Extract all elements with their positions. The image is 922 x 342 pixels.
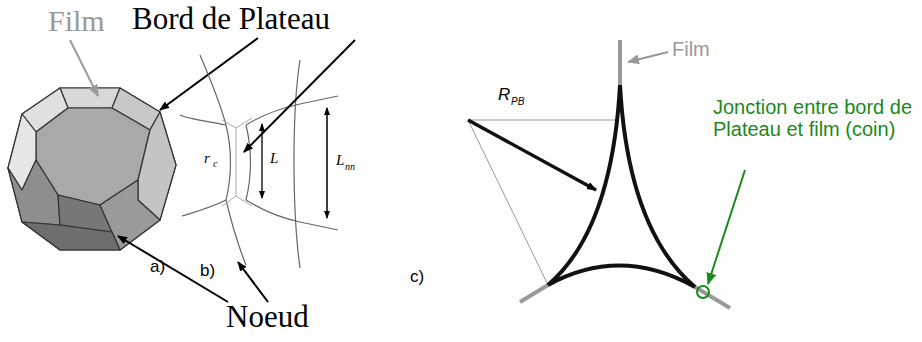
film-lines <box>520 40 730 308</box>
callout-note: Jonction entre bord de Plateau et film (… <box>713 96 918 140</box>
part-label: Noeud <box>226 300 309 334</box>
symbol-label: L <box>270 150 278 167</box>
part-label: Film <box>48 4 105 37</box>
panel-letter: a) <box>150 258 165 277</box>
dimension-line <box>326 108 328 218</box>
radius-arrow <box>468 120 596 190</box>
leader-line <box>708 170 745 284</box>
part-label: Bord de Plateau <box>132 2 330 36</box>
symbol-label: L <box>336 152 344 169</box>
leader-line <box>244 40 355 152</box>
symbol-subscript: nn <box>345 161 355 172</box>
leader-line <box>118 236 228 302</box>
part-label: Film <box>672 38 710 60</box>
junction-marker <box>697 286 709 298</box>
construction-line <box>468 120 620 121</box>
plateau-border-section <box>548 85 695 287</box>
leader-line <box>160 38 258 110</box>
symbol-subscript: PB <box>511 96 524 107</box>
symbol-label: R <box>498 86 510 105</box>
symbol-label: r <box>204 150 210 167</box>
plateau-border-sketch <box>180 55 338 268</box>
symbol-subscript: c <box>213 158 217 169</box>
panel-letter: b) <box>200 262 215 281</box>
bubble-polyhedron <box>8 88 176 250</box>
leader-line <box>628 52 668 62</box>
leader-line <box>238 262 268 302</box>
panel-letter: c) <box>410 268 424 287</box>
construction-line <box>468 120 548 285</box>
leader-line <box>70 40 98 96</box>
